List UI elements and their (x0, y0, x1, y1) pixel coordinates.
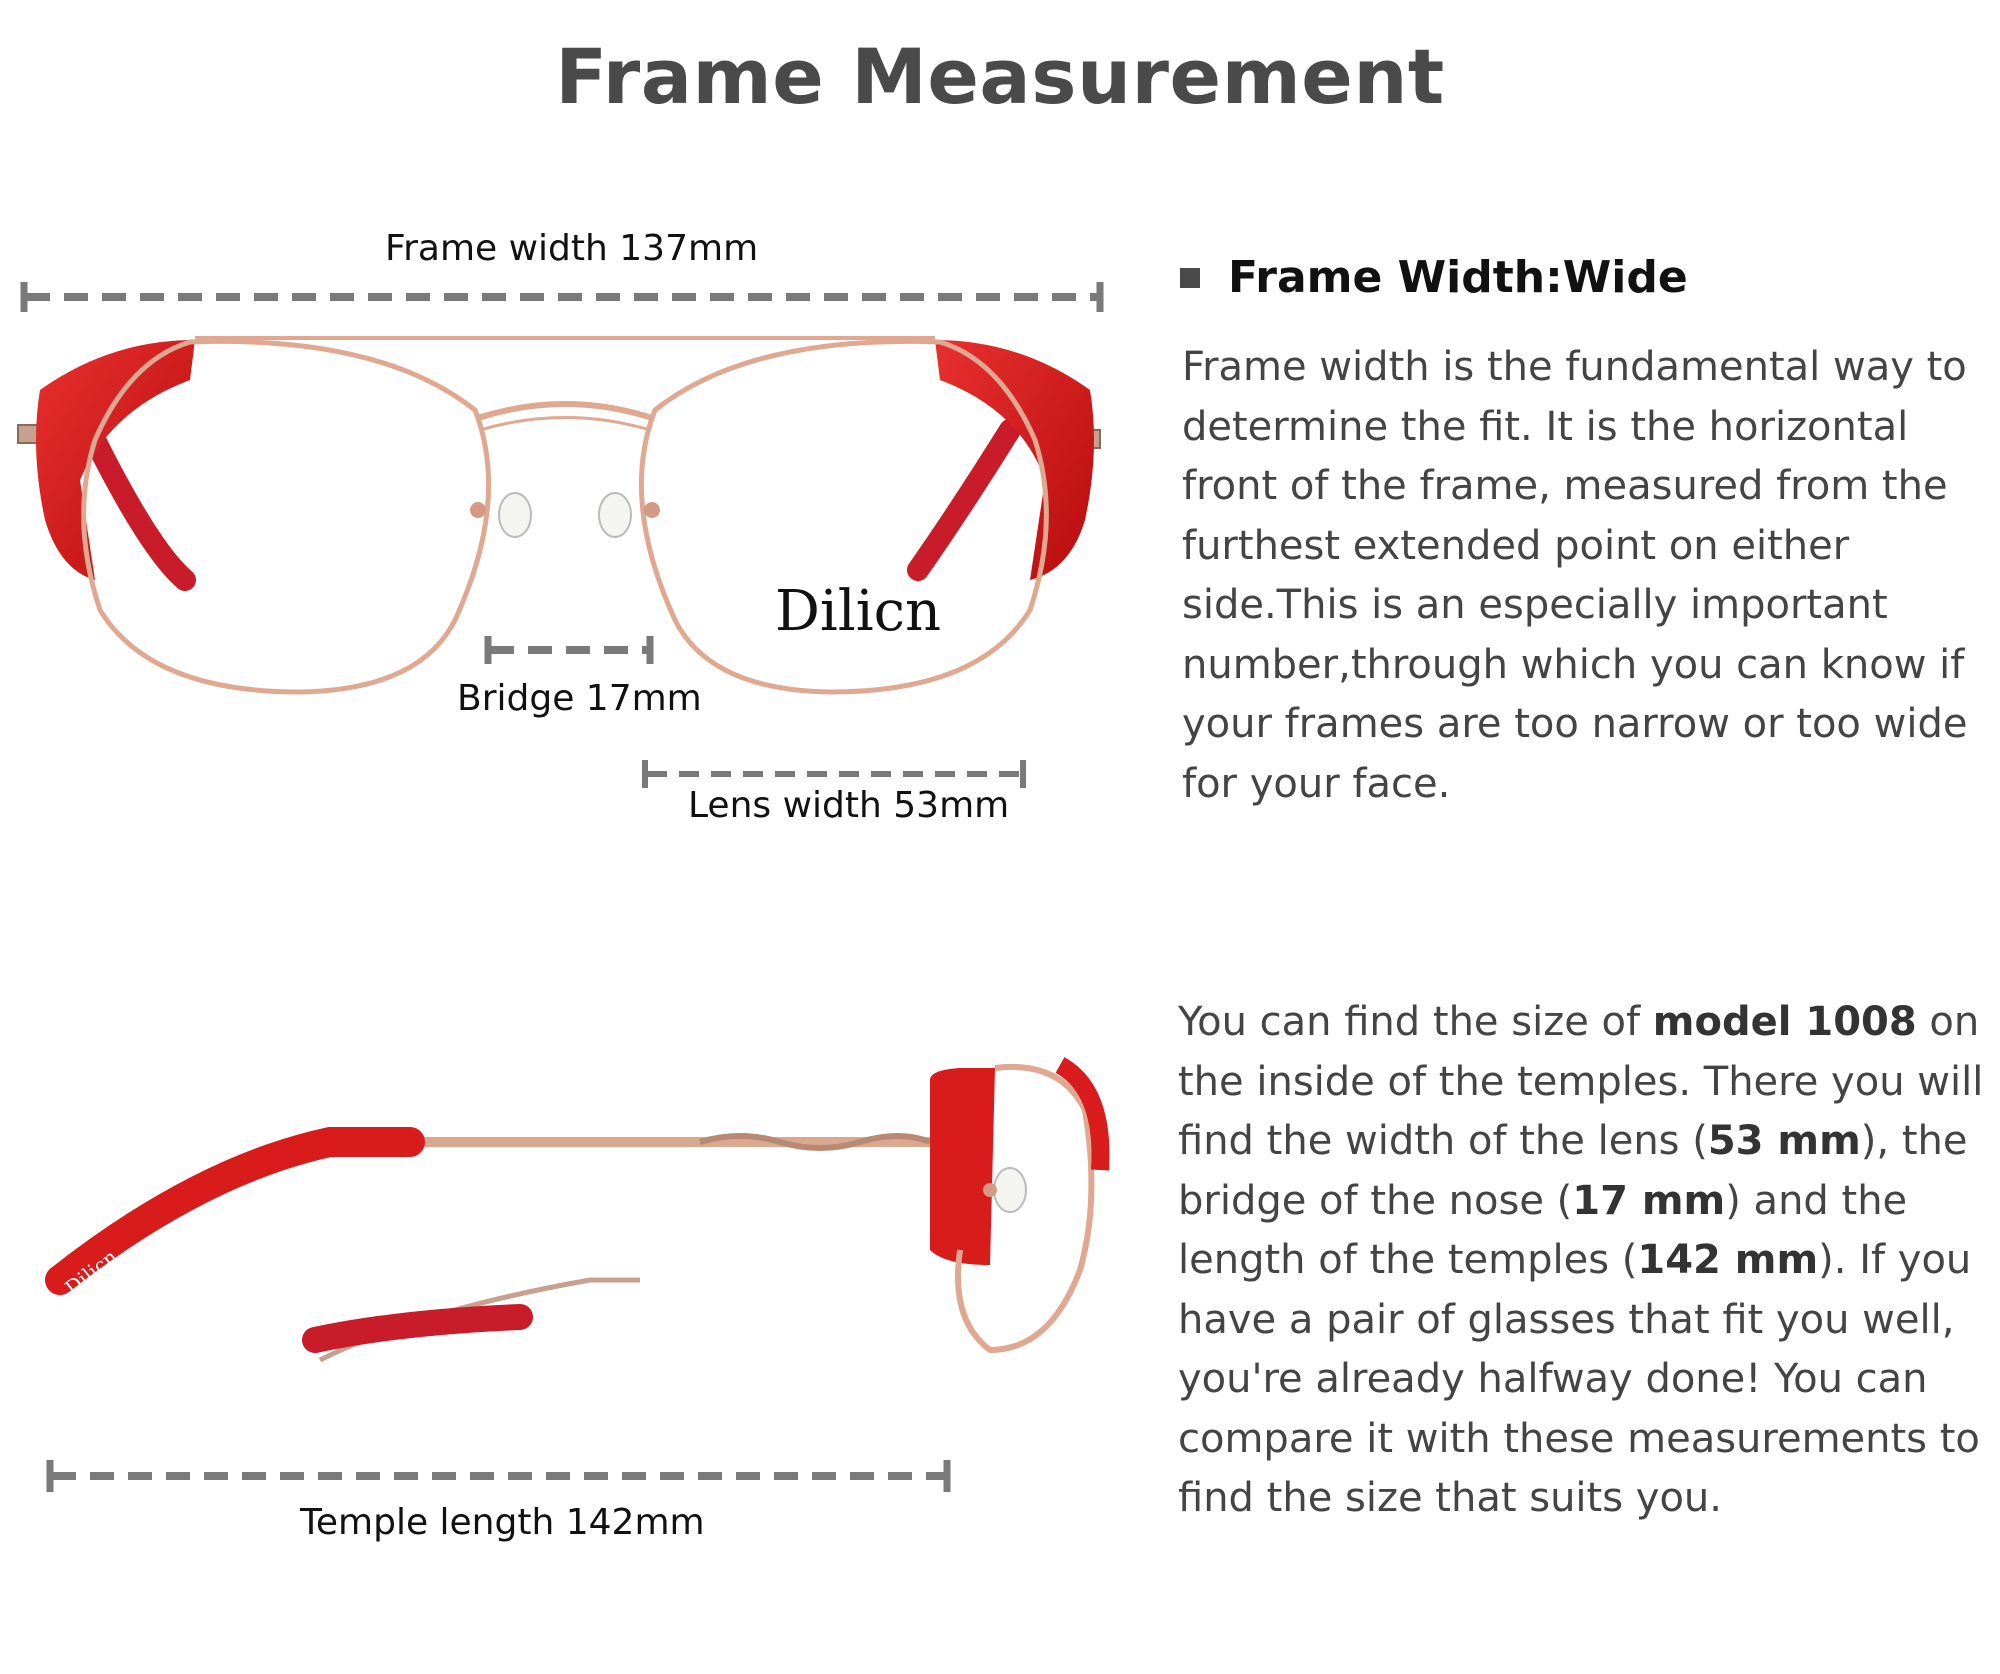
square-bullet-icon (1180, 267, 1200, 288)
temple-size-value: 142 mm (1637, 1237, 1819, 1283)
bridge-size-value: 17 mm (1572, 1177, 1726, 1224)
lens-width-dimension-line (642, 760, 1026, 788)
frame-width-heading: Frame Width:Wide (1180, 252, 1688, 303)
bridge-label: Bridge 17mm (457, 678, 702, 719)
temple-length-label: Temple length 142mm (300, 1502, 705, 1543)
frame-width-label: Frame width 137mm (385, 228, 759, 269)
brand-logo: Dilicn (775, 579, 941, 644)
lens-size-value: 53 mm (1707, 1118, 1861, 1164)
frame-width-heading-text: Frame Width:Wide (1228, 252, 1688, 303)
size-info-paragraph: You can find the size of model 1008 on t… (1178, 999, 1984, 1521)
frame-width-description: Frame width is the fundamental way to de… (1182, 344, 1968, 807)
model-number: model 1008 (1652, 999, 1917, 1045)
temple-length-dimension-line (46, 1460, 951, 1492)
glasses-side-view: Dilicn (45, 1057, 1110, 1363)
bridge-dimension-line (484, 636, 654, 664)
lens-width-label: Lens width 53mm (688, 785, 1010, 826)
frame-width-dimension-line (20, 282, 1104, 312)
page-title: Frame Measurement (555, 32, 1445, 121)
glasses-front-view: Dilicn (17, 336, 1101, 695)
